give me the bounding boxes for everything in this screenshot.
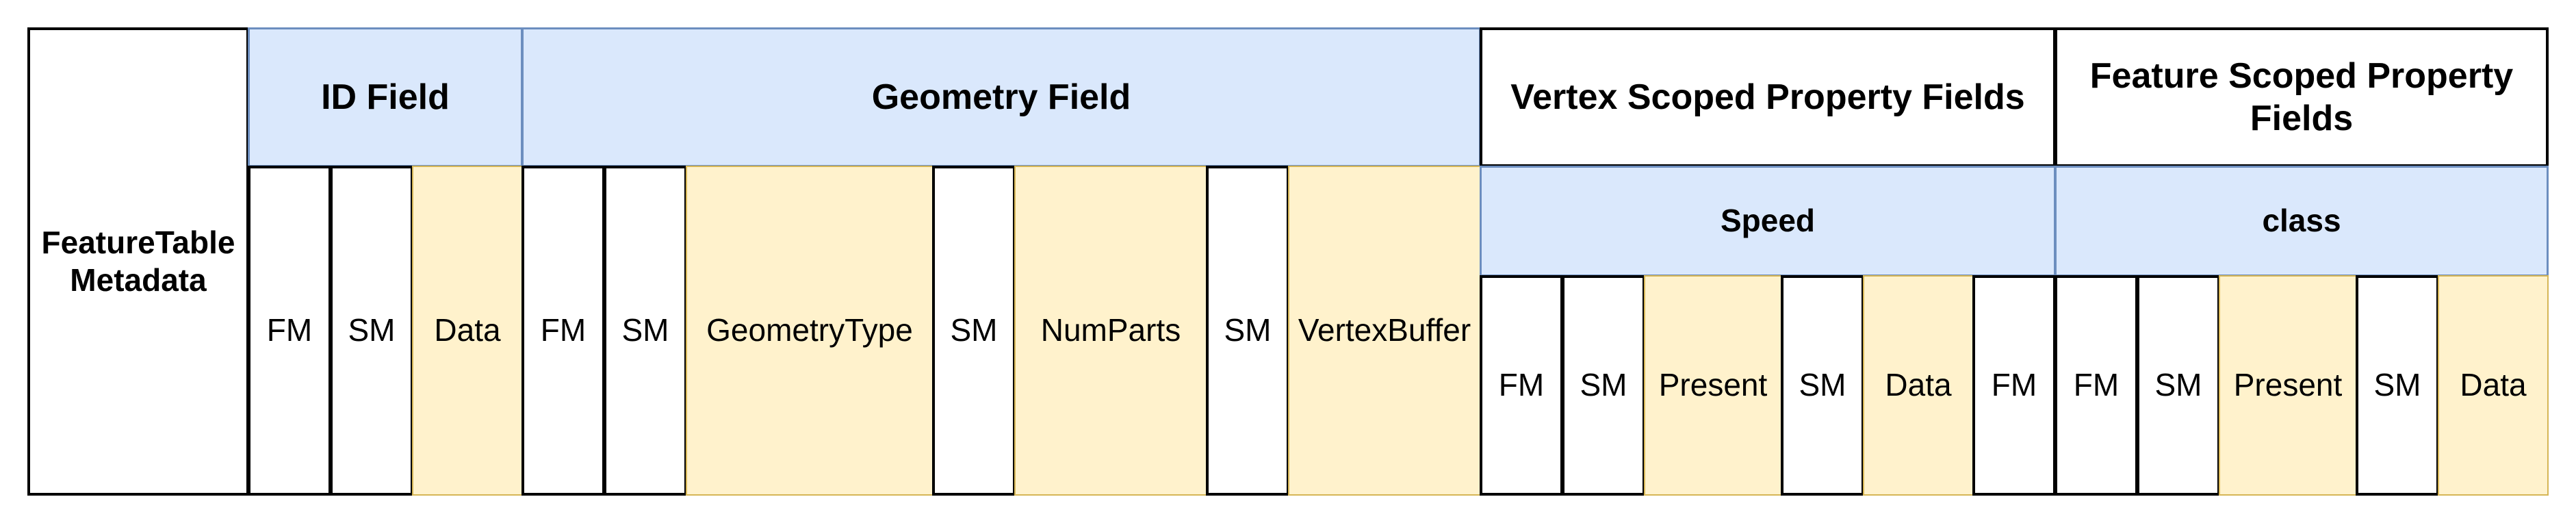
speed-present: Present (1644, 275, 1782, 496)
vertex-scoped-header: Vertex Scoped Property Fields (1480, 27, 2056, 167)
num-parts-stream: NumParts (1014, 166, 1207, 496)
geometry-field-header: Geometry Field (521, 27, 1481, 167)
geometry-field-sm-1: SM (604, 166, 687, 496)
speed-data: Data (1863, 275, 1974, 496)
feature-scoped-header: Feature Scoped Property Fields (2055, 27, 2549, 167)
class-present: Present (2219, 275, 2357, 496)
speed-property-header: Speed (1480, 166, 2056, 277)
speed-sm-1: SM (1562, 275, 1645, 496)
speed-sm-2: SM (1781, 275, 1864, 496)
class-data: Data (2438, 275, 2549, 496)
class-sm-2: SM (2356, 275, 2439, 496)
geometry-type-stream: GeometryType (686, 166, 933, 496)
geometry-field-sm-2: SM (932, 166, 1016, 496)
vertex-buffer-stream: VertexBuffer (1288, 166, 1481, 496)
geometry-field-fm: FM (521, 166, 605, 496)
id-field-data: Data (412, 166, 523, 496)
id-field-fm: FM (248, 166, 331, 496)
speed-fm: FM (1480, 275, 1563, 496)
id-field-header: ID Field (248, 27, 523, 167)
geometry-field-sm-3: SM (1206, 166, 1289, 496)
class-fm: FM (2055, 275, 2138, 496)
feature-table-metadata: FeatureTable Metadata (27, 27, 249, 496)
vertex-scoped-fm: FM (1972, 275, 2056, 496)
class-property-header: class (2055, 166, 2549, 277)
class-sm-1: SM (2137, 275, 2220, 496)
id-field-sm: SM (330, 166, 413, 496)
